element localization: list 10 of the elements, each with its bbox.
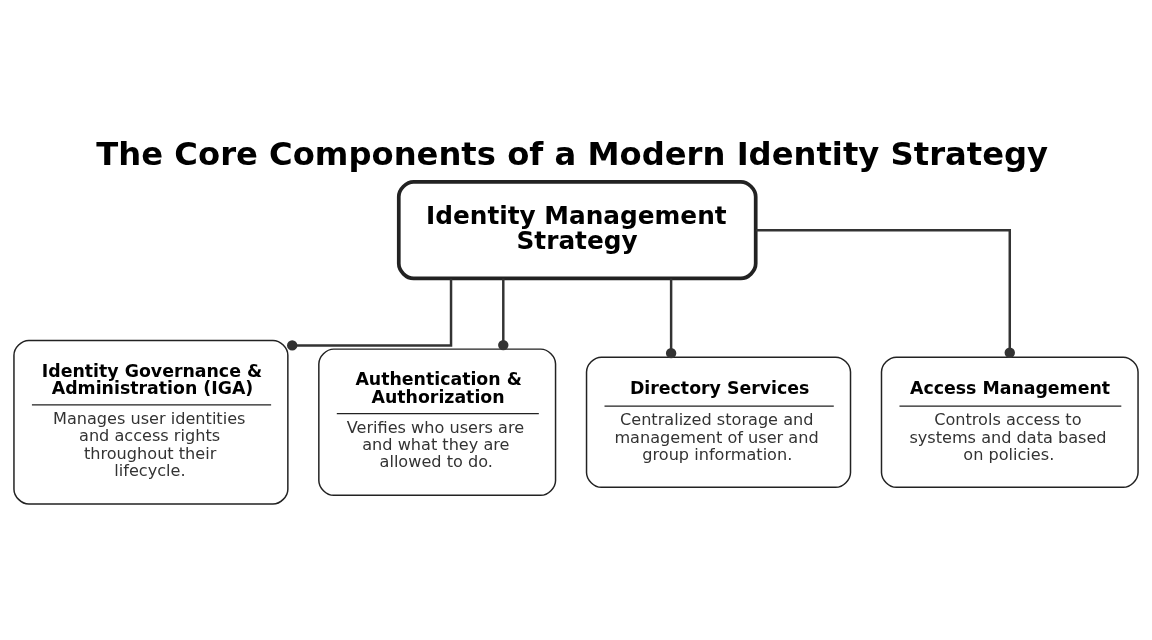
connector [498,278,509,351]
node-box: Authentication & Authorization Verifies who users are and what they are allowed to do. [318,348,557,497]
node-box: Identity Management Strategy [396,179,758,281]
connector [287,278,453,351]
node-box: Identity Governance & Administration (IGA) Manages user identities and access rights throughout their lifecycle. [13,339,289,505]
connector [665,278,677,359]
node-box: Directory Services Centralized storage and management of user and group information. [585,356,852,489]
connector [756,228,1015,358]
node-box: Access Management Controls access to systems and data based on policies. [880,356,1139,489]
diagram-title: The Core Components of a Modern Identity Strategy [96,135,1049,174]
